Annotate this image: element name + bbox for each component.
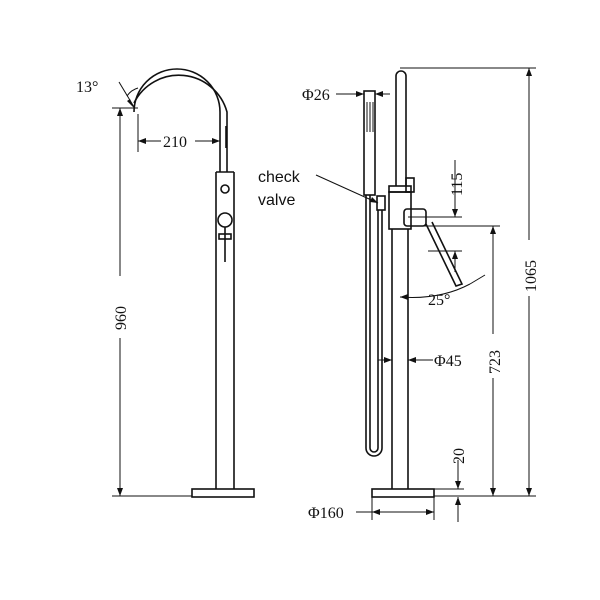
angle25-tick xyxy=(469,274,486,285)
body-diameter-label: Φ45 xyxy=(434,353,462,370)
reach-arrow-left xyxy=(138,138,146,144)
dim723-arrow-top xyxy=(490,226,496,234)
height-arrow-top xyxy=(117,108,123,116)
angle-label: 13° xyxy=(76,79,98,96)
handle-offset-label: 115 xyxy=(449,173,466,196)
dim115-arrow-top xyxy=(452,209,458,217)
handle-angle-label: 25° xyxy=(428,292,450,309)
handle-height-label: 723 xyxy=(487,350,504,374)
angle-arrowhead xyxy=(127,99,134,108)
height-label: 960 xyxy=(113,306,130,330)
dim115-arrow-bottom xyxy=(452,251,458,259)
spout-reach-label: 210 xyxy=(163,134,187,151)
right-valve-block xyxy=(388,191,412,230)
base-diameter-label: Φ160 xyxy=(308,505,344,522)
right-spout-pipe xyxy=(395,70,407,186)
angle25-arrow xyxy=(400,294,408,300)
check-valve-arrow xyxy=(370,197,378,203)
check-valve-fitting xyxy=(376,195,386,211)
check-valve-label-line2: valve xyxy=(258,192,295,209)
check-valve-label-line1: check xyxy=(258,169,301,186)
left-faucet-view: 13° 210 960 xyxy=(76,68,255,498)
right-faucet-view: Φ26 check valve 115 25° 723 xyxy=(258,67,540,522)
phi160-arrow-left xyxy=(372,509,380,515)
left-spout-outer xyxy=(133,68,221,172)
left-base-plate xyxy=(191,488,255,498)
handle-lever xyxy=(425,221,464,287)
right-base-plate xyxy=(371,488,435,498)
handshower-diameter-label: Φ26 xyxy=(302,87,330,104)
angle-arc xyxy=(126,87,139,97)
phi160-arrow-right xyxy=(426,509,434,515)
side-knob xyxy=(405,177,415,193)
dim723-arrow-bottom xyxy=(490,488,496,496)
dim1065-arrow-top xyxy=(526,68,532,76)
right-valve-cap xyxy=(388,185,412,193)
dim20-arrow-top xyxy=(455,481,461,489)
height-arrow-bottom xyxy=(117,488,123,496)
check-valve-leader xyxy=(315,174,379,204)
total-height-label: 1065 xyxy=(523,260,540,292)
hose-outer xyxy=(365,195,383,457)
base-thickness-label: 20 xyxy=(451,448,468,464)
phi26-arrow-left xyxy=(356,91,364,97)
left-control-dot-upper xyxy=(220,184,230,194)
reach-arrow-right xyxy=(212,138,220,144)
dim1065-arrow-bottom xyxy=(526,488,532,496)
phi45-arrow-left xyxy=(384,357,392,363)
left-lever-collar xyxy=(218,233,232,240)
hose-inner xyxy=(369,195,379,453)
phi45-arrow-right xyxy=(408,357,416,363)
left-control-dial xyxy=(217,212,233,228)
left-spout-inner xyxy=(133,74,228,172)
phi26-arrow-right xyxy=(375,91,383,97)
dim20-arrow-bottom xyxy=(455,497,461,505)
